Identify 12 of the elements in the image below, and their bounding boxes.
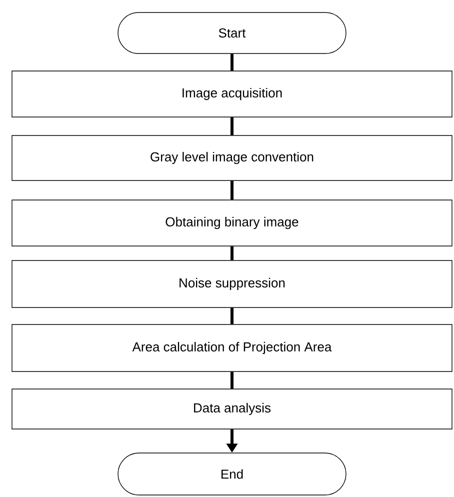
connector [230,308,234,324]
process-box: Data analysis [12,388,452,430]
process-box: Noise suppression [12,260,452,308]
process-box: Area calculation of Projection Area [12,324,452,372]
process-box: Gray level image convention [12,135,452,181]
connector [230,246,234,260]
connector [230,180,234,200]
connector [230,372,234,389]
connector [230,117,234,136]
process-box: Image acquisition [12,70,452,118]
connector [230,54,234,71]
process-box: Obtaining binary image [12,200,452,246]
